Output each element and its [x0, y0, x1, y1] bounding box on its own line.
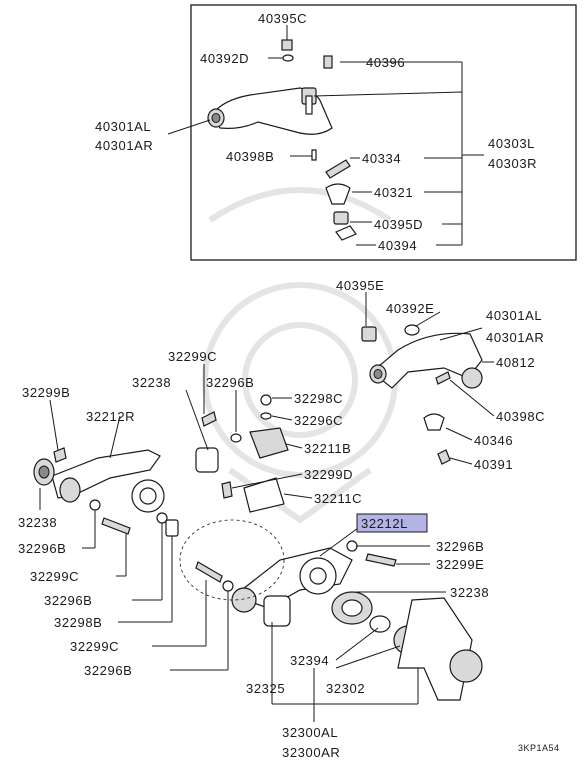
label-32300AL[interactable]: 32300AL	[282, 725, 338, 740]
label-40398C[interactable]: 40398C	[496, 409, 545, 424]
label-40392E[interactable]: 40392E	[386, 301, 434, 316]
label-32211B[interactable]: 32211B	[304, 441, 351, 456]
label-40392D[interactable]: 40392D	[200, 51, 249, 66]
inset-labels: 40395C 40392D 40396 40301AL 40301AR 4030…	[95, 11, 537, 253]
label-32299E[interactable]: 32299E	[436, 557, 484, 572]
label-32302[interactable]: 32302	[326, 681, 365, 696]
label-32296B-top[interactable]: 32296B	[206, 375, 254, 390]
label-40395C[interactable]: 40395C	[258, 11, 307, 26]
label-32394[interactable]: 32394	[290, 653, 329, 668]
label-40394[interactable]: 40394	[378, 238, 417, 253]
label-32299C-bottom[interactable]: 32299C	[70, 639, 119, 654]
label-40812[interactable]: 40812	[496, 355, 535, 370]
label-32212R[interactable]: 32212R	[86, 409, 135, 424]
label-32211C[interactable]: 32211C	[314, 491, 362, 506]
label-40395D[interactable]: 40395D	[374, 217, 423, 232]
label-40391[interactable]: 40391	[474, 457, 513, 472]
inset-upper-arm-assembly	[207, 39, 357, 241]
inset-frame	[190, 4, 577, 261]
highlight-box	[356, 513, 428, 533]
label-40346[interactable]: 40346	[474, 433, 513, 448]
label-32299B[interactable]: 32299B	[22, 385, 70, 400]
label-32296B-left[interactable]: 32296B	[18, 541, 66, 556]
label-40301AR-main[interactable]: 40301AR	[486, 330, 544, 345]
main-lower-arm-assembly	[33, 394, 483, 701]
label-40395E[interactable]: 40395E	[336, 278, 384, 293]
label-32238-right[interactable]: 32238	[450, 585, 489, 600]
reference-code: 3KP1A54	[518, 743, 560, 753]
label-32296B-right[interactable]: 32296B	[436, 539, 484, 554]
label-32296C[interactable]: 32296C	[294, 413, 343, 428]
main-upper-arm-assembly	[361, 324, 483, 465]
label-32296B-mid[interactable]: 32296B	[44, 593, 92, 608]
leader-lines	[39, 25, 495, 722]
label-40301AL[interactable]: 40301AL	[95, 119, 151, 134]
label-40301AL-main[interactable]: 40301AL	[486, 308, 542, 323]
label-40398B[interactable]: 40398B	[226, 149, 274, 164]
label-32238-left[interactable]: 32238	[18, 515, 57, 530]
label-32299C-top[interactable]: 32299C	[168, 349, 217, 364]
label-40396[interactable]: 40396	[366, 55, 405, 70]
label-40301AR[interactable]: 40301AR	[95, 138, 153, 153]
label-32300AR[interactable]: 32300AR	[282, 745, 340, 760]
label-40303R[interactable]: 40303R	[488, 156, 537, 171]
watermark-emblem	[202, 187, 398, 524]
label-32299D[interactable]: 32299D	[304, 467, 353, 482]
label-32298B[interactable]: 32298B	[54, 615, 102, 630]
label-32296B-bottom[interactable]: 32296B	[84, 663, 132, 678]
label-32325[interactable]: 32325	[246, 681, 285, 696]
label-40334[interactable]: 40334	[362, 151, 401, 166]
label-32212L[interactable]: 32212L	[361, 516, 408, 531]
main-labels: 40395E 40392E 40301AL 40301AR 40812 4039…	[18, 278, 560, 760]
label-40303L[interactable]: 40303L	[488, 136, 535, 151]
label-32299C-left[interactable]: 32299C	[30, 569, 79, 584]
dashed-axle-outline	[179, 519, 285, 601]
label-32238-top[interactable]: 32238	[132, 375, 171, 390]
label-40321[interactable]: 40321	[374, 185, 413, 200]
label-32298C[interactable]: 32298C	[294, 391, 343, 406]
